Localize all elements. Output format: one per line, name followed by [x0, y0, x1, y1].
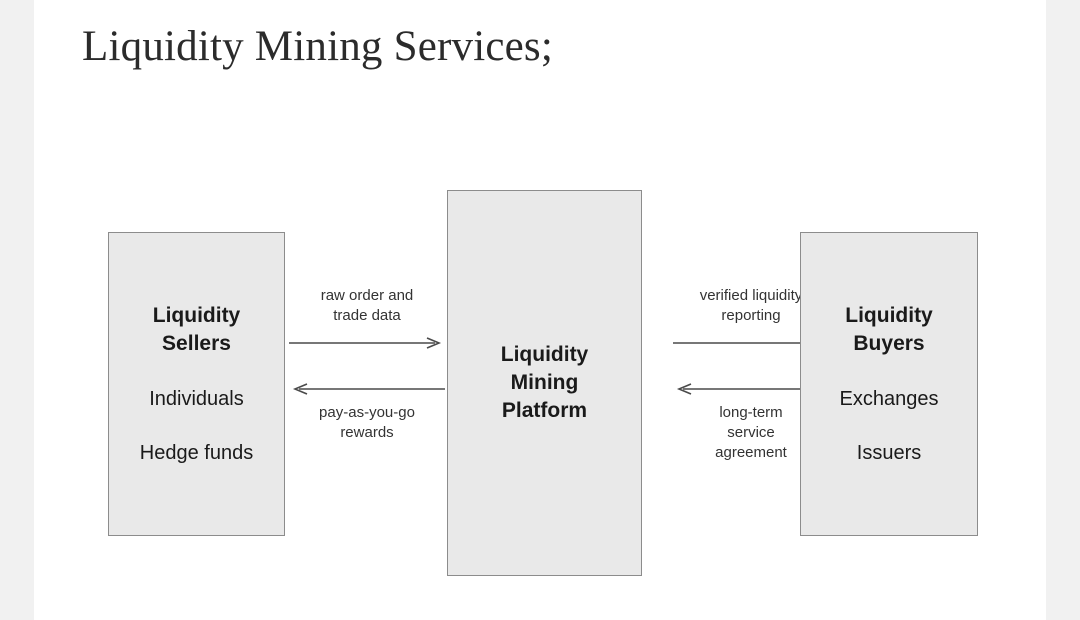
connector-label-raw-order-and-trade-data: raw order and trade data [320, 287, 414, 325]
node-liquidity-buyers[interactable]: Liquidity Buyers Exchanges Issuers [800, 232, 978, 536]
arrow-right-icon [289, 336, 442, 349]
node-liquidity-sellers-item-hedge-funds: Hedge funds [139, 441, 254, 464]
node-liquidity-mining-platform[interactable]: Liquidity Mining Platform [447, 190, 642, 576]
slide-canvas: Liquidity Mining Services; Liquidity Sel… [34, 0, 1046, 620]
connector-label-long-term-service-agreement: long-term service agreement [715, 403, 787, 462]
arrow-left-icon [292, 382, 445, 395]
connector-label-pay-as-you-go-rewards: pay-as-you-go rewards [319, 403, 415, 441]
node-liquidity-buyers-title: Liquidity Buyers [845, 304, 933, 355]
page-title: Liquidity Mining Services; [82, 23, 553, 70]
node-liquidity-mining-platform-title: Liquidity Mining Platform [500, 343, 589, 422]
flow-diagram: Liquidity Sellers Individuals Hedge fund… [34, 0, 1046, 620]
node-liquidity-sellers[interactable]: Liquidity Sellers Individuals Hedge fund… [108, 232, 285, 536]
node-liquidity-sellers-item-individuals: Individuals [149, 387, 244, 410]
connector-label-verified-liquidity-reporting: verified liquidity reporting [699, 287, 803, 325]
node-liquidity-buyers-item-issuers: Issuers [856, 441, 922, 464]
node-liquidity-sellers-title: Liquidity Sellers [152, 304, 241, 355]
connector-sellers-platform: raw order and trade data pay-as-you-go r… [287, 286, 447, 443]
node-liquidity-buyers-item-exchanges: Exchanges [839, 387, 939, 410]
